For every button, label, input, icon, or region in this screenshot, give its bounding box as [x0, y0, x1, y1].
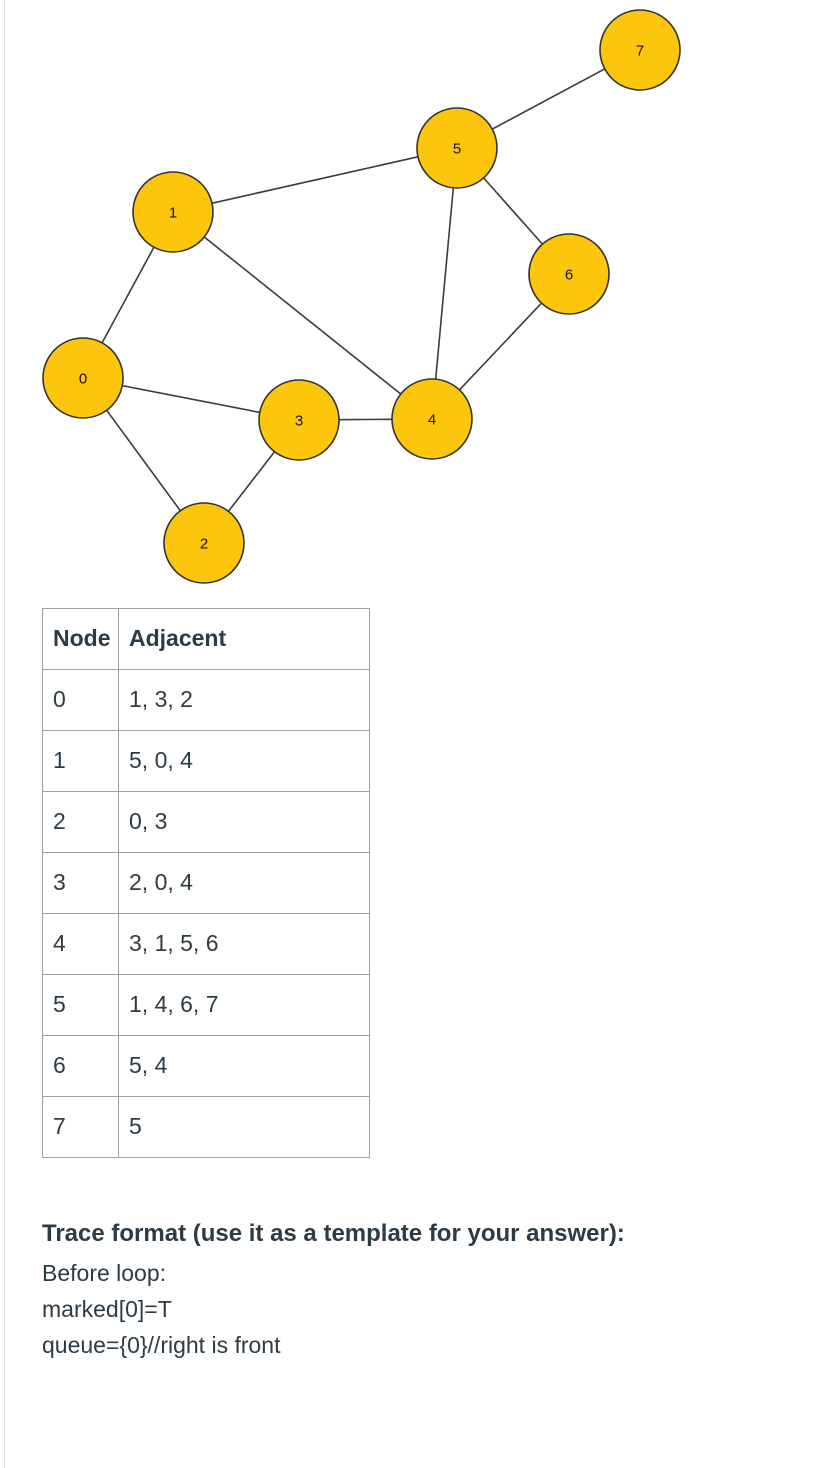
- table-header-row: Node Adjacent: [42, 608, 370, 670]
- graph-node-label-4: 4: [428, 412, 436, 429]
- cell-adjacent: 5: [118, 1096, 370, 1158]
- trace-heading: Trace format (use it as a template for y…: [42, 1220, 625, 1247]
- cell-node: 4: [42, 913, 119, 975]
- cell-node: 2: [42, 791, 119, 853]
- graph-node-circle-2: [163, 502, 245, 584]
- graph-edge-4-5: [434, 186, 455, 381]
- trace-block: Trace format (use it as a template for y…: [42, 1218, 762, 1363]
- graph-node-1: 1: [132, 171, 214, 253]
- graph-edge-4-6: [458, 301, 543, 392]
- graph-node-label-1: 1: [169, 205, 177, 222]
- graph-node-4: 4: [391, 378, 473, 460]
- graph-node-7: 7: [599, 9, 681, 91]
- cell-adjacent: 2, 0, 4: [118, 852, 370, 914]
- column-header-node: Node: [42, 608, 119, 670]
- graph-node-circle-6: [528, 233, 610, 315]
- graph-edge-0-1: [100, 245, 156, 345]
- graph-node-3: 3: [258, 379, 340, 461]
- cell-adjacent: 0, 3: [118, 791, 370, 853]
- graph-node-circle-4: [391, 378, 473, 460]
- graph-node-circle-1: [132, 171, 214, 253]
- cell-node: 5: [42, 974, 119, 1036]
- graph-edge-1-5: [210, 155, 420, 205]
- cell-adjacent: 5, 4: [118, 1035, 370, 1097]
- graph-edge-5-6: [482, 176, 544, 246]
- cell-node: 0: [42, 669, 119, 731]
- trace-line-1: marked[0]=T: [42, 1296, 172, 1323]
- cell-node: 6: [42, 1035, 119, 1097]
- graph-edge-group: [100, 67, 606, 513]
- graph-node-circle-0: [42, 337, 124, 419]
- trace-line-2: queue={0}//right is front: [42, 1331, 281, 1358]
- trace-lines: Before loop: marked[0]=T queue={0}//right …: [42, 1256, 762, 1363]
- graph-node-0: 0: [42, 337, 124, 419]
- graph-node-group: 0 1 2 3 4 5 6 7: [42, 9, 681, 584]
- cell-adjacent: 5, 0, 4: [118, 730, 370, 792]
- column-header-adjacent: Adjacent: [118, 608, 370, 670]
- graph-node-label-7: 7: [636, 43, 644, 60]
- graph-edge-0-3: [121, 384, 261, 414]
- graph-edge-1-4: [202, 235, 403, 396]
- cell-adjacent: 1, 4, 6, 7: [118, 974, 370, 1036]
- graph-node-label-2: 2: [200, 536, 208, 553]
- graph-edge-2-3: [227, 450, 276, 513]
- graph-node-label-0: 0: [79, 371, 87, 388]
- adjacency-table-head: Node Adjacent: [42, 608, 370, 670]
- cell-node: 3: [42, 852, 119, 914]
- graph-svg: 0 1 2 3 4 5 6 7: [42, 9, 681, 584]
- graph-node-circle-3: [258, 379, 340, 461]
- graph-figure: 0 1 2 3 4 5 6 7: [0, 0, 720, 600]
- cell-adjacent: 3, 1, 5, 6: [118, 913, 370, 975]
- graph-node-label-3: 3: [295, 413, 303, 430]
- cell-node: 7: [42, 1096, 119, 1158]
- page-left-rule: [4, 0, 5, 1468]
- graph-node-label-5: 5: [453, 141, 461, 158]
- trace-line-0: Before loop:: [42, 1260, 167, 1287]
- graph-edge-0-2: [105, 408, 182, 513]
- graph-node-circle-5: [416, 107, 498, 189]
- cell-adjacent: 1, 3, 2: [118, 669, 370, 731]
- graph-node-5: 5: [416, 107, 498, 189]
- graph-node-2: 2: [163, 502, 245, 584]
- cell-node: 1: [42, 730, 119, 792]
- graph-node-circle-7: [599, 9, 681, 91]
- graph-edge-5-7: [491, 67, 606, 131]
- graph-node-6: 6: [528, 233, 610, 315]
- graph-node-label-6: 6: [565, 267, 573, 284]
